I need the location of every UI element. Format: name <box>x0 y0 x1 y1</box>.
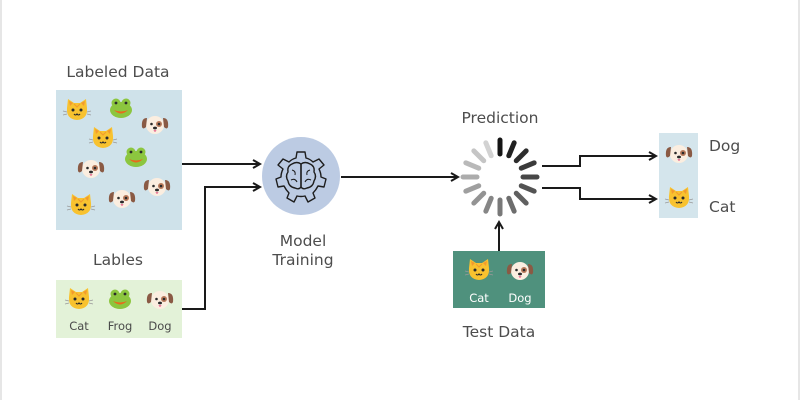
test-caption-1: Dog <box>508 291 531 305</box>
test-caption-0: Cat <box>469 291 489 305</box>
loading-spinner-icon <box>460 137 540 217</box>
spinner-spoke <box>463 183 482 194</box>
model-label-line2: Training <box>271 251 333 269</box>
labels-title: Lables <box>93 251 143 269</box>
right-border <box>798 0 800 400</box>
spinner-spoke <box>513 148 529 164</box>
labels-caption-1: Frog <box>108 319 133 333</box>
spinner-spoke <box>463 160 482 171</box>
labeled-data-title: Labeled Data <box>66 63 169 81</box>
spinner-spoke <box>471 190 487 206</box>
spinner-spoke <box>471 148 487 164</box>
labels-box <box>56 280 182 338</box>
test-data-title: Test Data <box>462 323 535 341</box>
left-border <box>0 0 2 400</box>
spinner-spoke <box>506 195 517 214</box>
output-label-0: Dog <box>709 137 740 155</box>
labels-caption-2: Dog <box>148 319 171 333</box>
spinner-spoke <box>518 183 537 194</box>
brain-gear-icon <box>275 151 327 203</box>
spinner-spoke <box>513 190 529 206</box>
spinner-spoke <box>483 140 494 159</box>
spinner-spoke <box>506 140 517 159</box>
arrow-prediction-to-cat <box>542 187 656 199</box>
spinner-spoke <box>518 160 537 171</box>
labels-caption-0: Cat <box>69 319 89 333</box>
arrow-prediction-to-dog <box>542 156 656 167</box>
spinner-spoke <box>483 195 494 214</box>
model-label-line1: Model <box>280 232 327 250</box>
test-data-box <box>453 251 545 308</box>
arrow-labels-to-model <box>182 187 260 310</box>
output-label-1: Cat <box>709 198 735 216</box>
prediction-title: Prediction <box>461 109 538 127</box>
